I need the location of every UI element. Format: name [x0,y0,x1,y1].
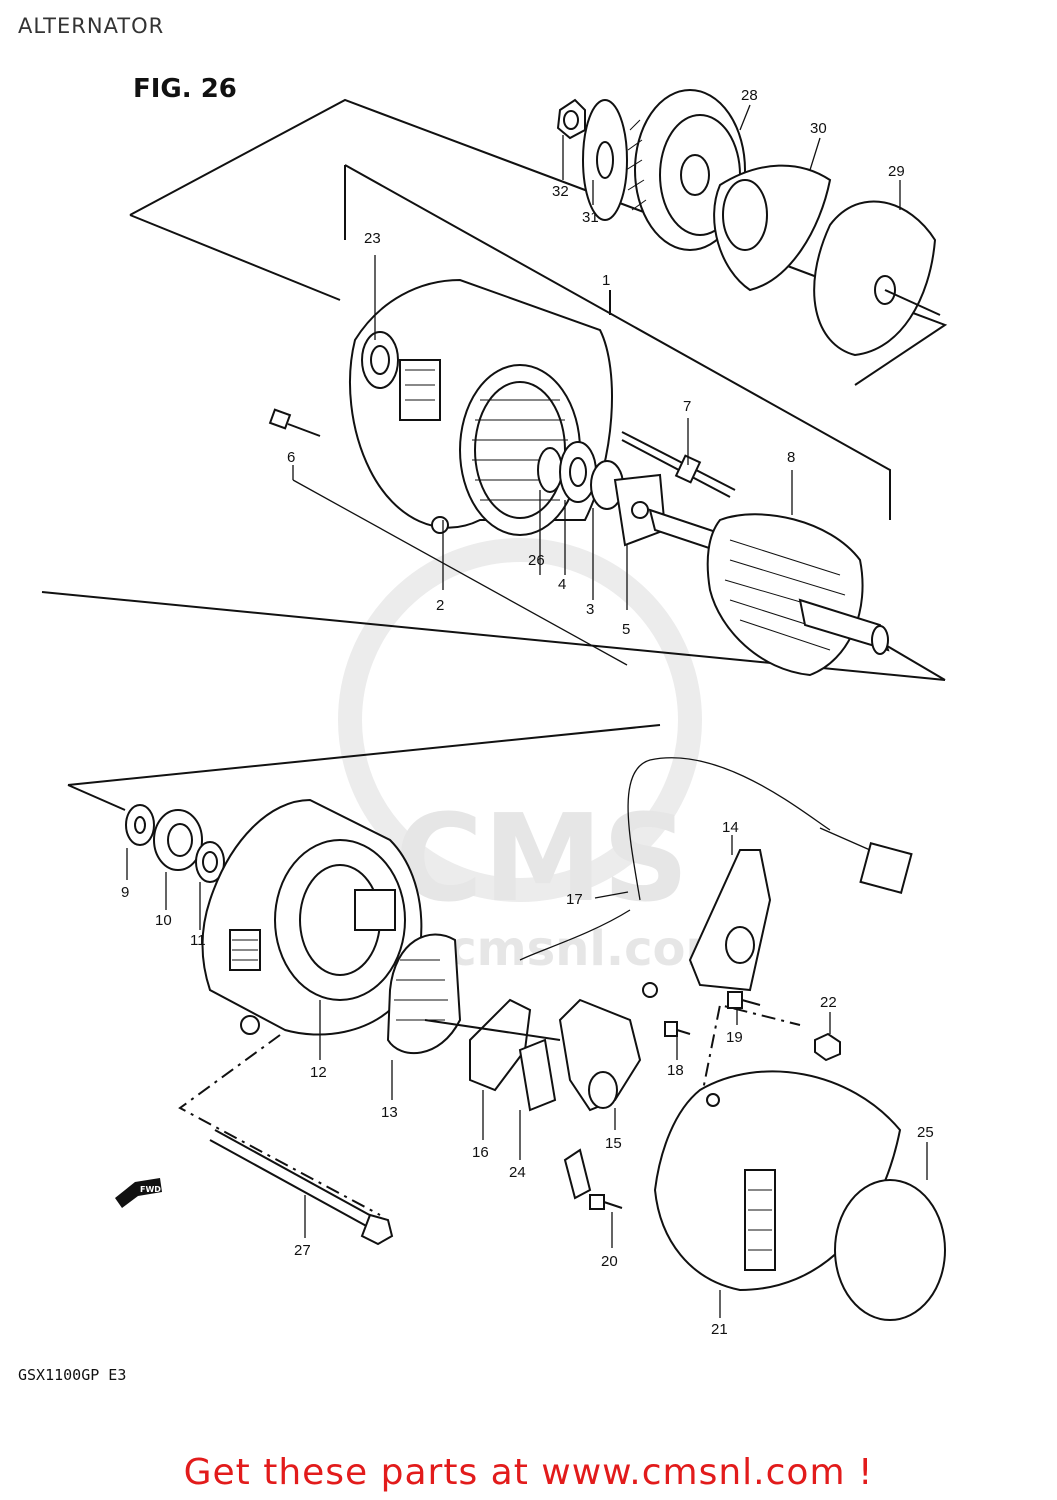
connector [859,842,913,894]
callout-18: 18 [667,1062,684,1079]
callout-4: 4 [558,576,566,593]
callout-27: 27 [294,1242,311,1259]
callout-21: 21 [711,1321,728,1338]
callout-1: 1 [602,272,610,289]
watermark-brand: CMS [395,790,689,929]
callout-20: 20 [601,1253,618,1270]
callout-19: 19 [726,1029,743,1046]
fasteners [563,991,841,1210]
callout-12: 12 [310,1064,327,1081]
callout-26: 26 [528,552,545,569]
callout-28: 28 [741,87,758,104]
screw-20 [589,1194,605,1210]
regulator-group [519,757,913,998]
rear-cover [653,1070,946,1321]
screw-19 [727,991,743,1009]
lower-leaders [126,835,928,1318]
callout-13: 13 [381,1104,398,1121]
callout-24: 24 [509,1164,526,1181]
footer-link-text[interactable]: Get these parts at www.cmsnl.com ! [183,1452,874,1493]
callout-17: 17 [566,891,583,908]
plate-24 [518,1038,557,1112]
callout-2: 2 [436,597,444,614]
fwd-label: FWD [140,1185,161,1194]
alternator-exploded-diagram: CMS www.cmsnl.com FIG. 26 [18,74,948,1384]
callout-23: 23 [364,230,381,247]
callout-15: 15 [605,1135,622,1152]
spacer-26 [537,447,563,493]
callout-32: 32 [552,183,569,200]
wire-harness [627,757,831,901]
figure-label: FIG. 26 [133,74,237,104]
callout-31: 31 [582,209,599,226]
page-title: ALTERNATOR [18,14,165,38]
upper-leaders [292,104,901,666]
bolt-27 [209,1129,394,1246]
callout-3: 3 [586,601,594,618]
rectifier-16 [469,998,532,1092]
callout-5: 5 [622,621,630,638]
callout-30: 30 [810,120,827,137]
callout-8: 8 [787,449,795,466]
watermark: CMS www.cmsnl.com [300,538,736,977]
rotor-8 [648,508,890,677]
bearing-group-lower [125,804,225,883]
holder-15 [558,998,642,1112]
callout-6: 6 [287,449,295,466]
model-code: GSX1100GP E3 [18,1366,126,1384]
callout-25: 25 [917,1124,934,1141]
callout-16: 16 [472,1144,489,1161]
bolt-6 [268,408,321,437]
regulator-14 [688,849,772,992]
cover-29 [813,200,937,357]
bearing-group-upper [537,441,667,547]
nut-22 [814,1032,841,1062]
callout-22: 22 [820,994,837,1011]
pulley-assembly [556,89,941,357]
callout-14: 14 [722,819,739,836]
fwd-arrow-icon: FWD [115,1178,162,1208]
rear-housing [201,798,423,1036]
screw-18 [664,1021,678,1037]
callout-29: 29 [888,163,905,180]
callout-labels: 1 2 3 4 5 6 7 8 9 10 11 12 13 14 15 16 1… [121,87,934,1338]
bracket [563,1148,592,1200]
callout-10: 10 [155,912,172,929]
callout-9: 9 [121,884,129,901]
callout-11: 11 [190,932,206,949]
cap-25 [834,1179,946,1321]
callout-7: 7 [683,398,691,415]
stud-7 [621,431,736,498]
rectifier-group [424,998,642,1112]
